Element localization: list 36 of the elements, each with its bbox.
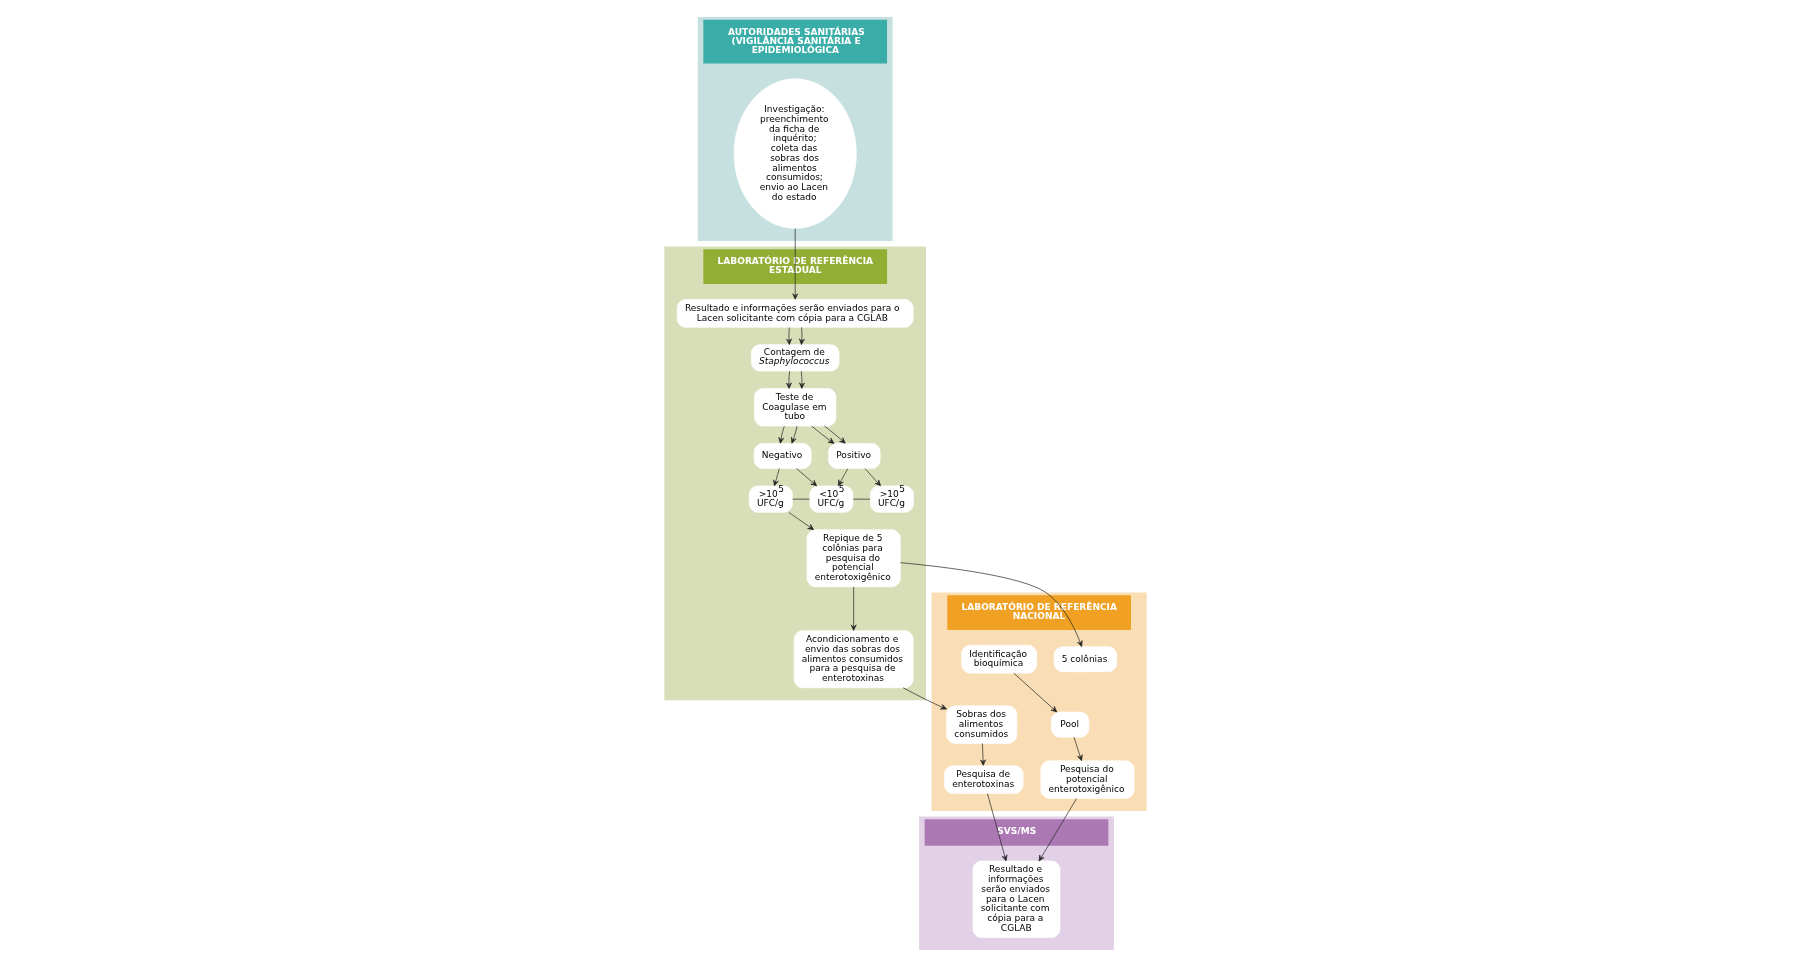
arrow (987, 793, 1008, 862)
arrow (824, 425, 846, 444)
node-box: Sobras dos alimentos consumidos (946, 705, 1018, 744)
node-box: Positivo (828, 443, 881, 469)
arrow (902, 687, 947, 710)
node-box: Pesquisa de enterotoxinas (944, 765, 1024, 794)
arrow (773, 468, 780, 487)
arrow (791, 425, 798, 444)
node-box: Repique de 5 colônias para pesquisa do potencial enterotoxigênico (806, 529, 901, 588)
arrow (788, 512, 814, 531)
arrow (900, 562, 1083, 647)
arrow (1013, 672, 1058, 713)
node-box: Resultado e informações serão enviados para o Lacen solicitante com cópia para a CGLAB (676, 299, 914, 328)
node-box: Pool (1050, 711, 1090, 738)
arrow (786, 370, 792, 389)
node-box: Negativo (753, 443, 812, 469)
arrow (786, 327, 792, 345)
arrow (792, 228, 799, 300)
arrow (980, 743, 986, 766)
node-box: Identificação bioquímica (961, 644, 1038, 674)
arrow (850, 586, 857, 631)
node-box: Pesquisa do potencial enterotoxigênico (1040, 760, 1135, 799)
arrow (1073, 736, 1083, 762)
arrow (864, 468, 881, 487)
arrow (778, 425, 785, 444)
arrow (799, 370, 805, 389)
arrow (837, 468, 849, 487)
arrow (811, 425, 835, 444)
arrow (796, 468, 817, 487)
node-box: Acondicionamento e envio das sobras dos alimentos consumidos para a pesquisa de enterotoxinas (793, 630, 914, 689)
node-box: Teste de Coagulase em tubo (754, 388, 837, 427)
node-box: Resultado e informações serão enviados para o Lacen solicitante com cópia para a CGLAB (972, 860, 1061, 938)
arrow (799, 327, 805, 345)
node-box: Contagem de Staphylococcus (751, 344, 840, 372)
node-ellipse: Investigação: preenchimento da ficha de inquérito; coleta das sobras dos alimentos consumidos; envio ao Lacen do estado (733, 78, 857, 229)
node-box: 5 colônias (1053, 646, 1118, 673)
